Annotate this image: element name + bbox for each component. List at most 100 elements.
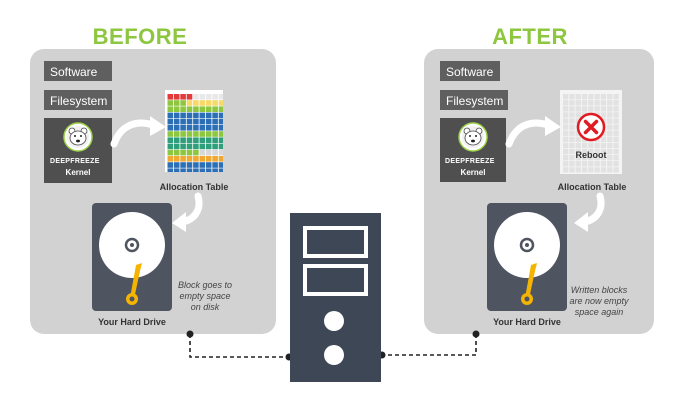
- after-note: Written blocks are now empty space again: [569, 285, 629, 317]
- allocation-cell: [205, 94, 212, 100]
- allocation-cell: [180, 168, 186, 172]
- empty-allocation-cell: [600, 161, 607, 167]
- empty-allocation-cell: [581, 94, 588, 100]
- allocation-cell: [167, 118, 174, 125]
- allocation-cell: [199, 112, 206, 119]
- empty-allocation-cell: [600, 148, 607, 155]
- empty-allocation-cell: [607, 100, 613, 106]
- allocation-cell: [167, 106, 174, 112]
- allocation-cell: [205, 149, 212, 156]
- allocation-cell: [218, 94, 223, 100]
- empty-allocation-cell: [569, 118, 575, 124]
- empty-allocation-cell: [581, 100, 588, 106]
- empty-allocation-cell: [575, 142, 581, 149]
- allocation-cell: [205, 100, 212, 106]
- tower-button-1: [324, 311, 344, 331]
- empty-allocation-cell: [594, 142, 600, 149]
- empty-allocation-cell: [613, 106, 619, 112]
- allocation-cell: [180, 118, 186, 125]
- after-kernel-to-table-arrow-icon: [505, 116, 561, 148]
- allocation-cell: [193, 168, 199, 172]
- empty-allocation-cell: [563, 118, 569, 124]
- allocation-cell: [199, 118, 206, 125]
- empty-allocation-cell: [607, 167, 613, 173]
- empty-allocation-cell: [613, 136, 619, 142]
- allocation-cell: [186, 112, 193, 119]
- allocation-cell: [186, 118, 193, 125]
- empty-allocation-cell: [563, 124, 569, 130]
- allocation-cell: [173, 118, 180, 125]
- empty-allocation-cell: [588, 142, 594, 149]
- allocation-cell: [180, 112, 186, 119]
- empty-allocation-cell: [569, 161, 575, 167]
- before-title: BEFORE: [92, 24, 188, 49]
- allocation-cell: [205, 131, 212, 137]
- empty-allocation-cell: [563, 148, 569, 155]
- polar-bear-logo-icon: [458, 122, 488, 152]
- allocation-cell: [193, 112, 199, 119]
- allocation-cell: [199, 106, 206, 112]
- allocation-cell: [186, 100, 193, 106]
- allocation-cell: [212, 156, 218, 162]
- before-kernel-box: DEEPFREEZE Kernel: [44, 118, 112, 183]
- empty-allocation-cell: [613, 142, 619, 149]
- empty-allocation-cell: [594, 161, 600, 167]
- before-allocation-caption: Allocation Table: [159, 182, 229, 192]
- empty-allocation-cell: [569, 167, 575, 173]
- empty-allocation-cell: [588, 161, 594, 167]
- allocation-cell: [173, 131, 180, 137]
- after-software-label: Software: [440, 61, 500, 81]
- allocation-cell: [180, 131, 186, 137]
- allocation-cell: [193, 131, 199, 137]
- allocation-cell: [186, 94, 193, 100]
- empty-allocation-cell: [600, 100, 607, 106]
- empty-allocation-cell: [575, 167, 581, 173]
- allocation-cell: [205, 137, 212, 143]
- allocation-cell: [199, 168, 206, 172]
- allocation-cell: [218, 112, 223, 119]
- empty-allocation-cell: [600, 112, 607, 118]
- empty-allocation-cell: [569, 94, 575, 100]
- tower-button-2: [324, 345, 344, 365]
- empty-allocation-cell: [607, 112, 613, 118]
- allocation-cell: [167, 149, 174, 156]
- after-allocation-caption: Allocation Table: [557, 182, 627, 192]
- allocation-cell: [193, 100, 199, 106]
- empty-allocation-cell: [569, 155, 575, 161]
- empty-allocation-cell: [600, 167, 607, 173]
- empty-allocation-cell: [569, 112, 575, 118]
- drive-bay-1: [303, 226, 368, 258]
- before-kernel-label: Kernel: [65, 168, 91, 177]
- empty-allocation-cell: [607, 118, 613, 124]
- empty-allocation-cell: [569, 136, 575, 142]
- empty-allocation-cell: [581, 142, 588, 149]
- empty-allocation-cell: [569, 142, 575, 149]
- allocation-cell: [212, 125, 218, 131]
- empty-allocation-cell: [600, 142, 607, 149]
- empty-allocation-cell: [588, 106, 594, 112]
- allocation-cell: [199, 125, 206, 131]
- empty-allocation-cell: [600, 94, 607, 100]
- allocation-cell: [173, 156, 180, 162]
- allocation-cell: [186, 162, 193, 168]
- allocation-cell: [205, 112, 212, 119]
- after-kernel-box: DEEPFREEZE Kernel: [440, 118, 506, 182]
- empty-allocation-cell: [613, 118, 619, 124]
- allocation-cell: [180, 100, 186, 106]
- allocation-cell: [218, 156, 223, 162]
- allocation-cell: [212, 112, 218, 119]
- empty-allocation-cell: [563, 130, 569, 136]
- allocation-cell: [173, 94, 180, 100]
- allocation-cell: [180, 143, 186, 150]
- empty-allocation-cell: [569, 130, 575, 136]
- empty-allocation-cell: [581, 148, 588, 155]
- allocation-cell: [173, 106, 180, 112]
- allocation-cell: [199, 143, 206, 150]
- before-note: Block goes to empty space on disk: [177, 280, 233, 312]
- empty-allocation-cell: [613, 148, 619, 155]
- allocation-cell: [167, 131, 174, 137]
- before-software-label: Software: [44, 61, 112, 81]
- empty-allocation-cell: [569, 100, 575, 106]
- allocation-cell: [218, 137, 223, 143]
